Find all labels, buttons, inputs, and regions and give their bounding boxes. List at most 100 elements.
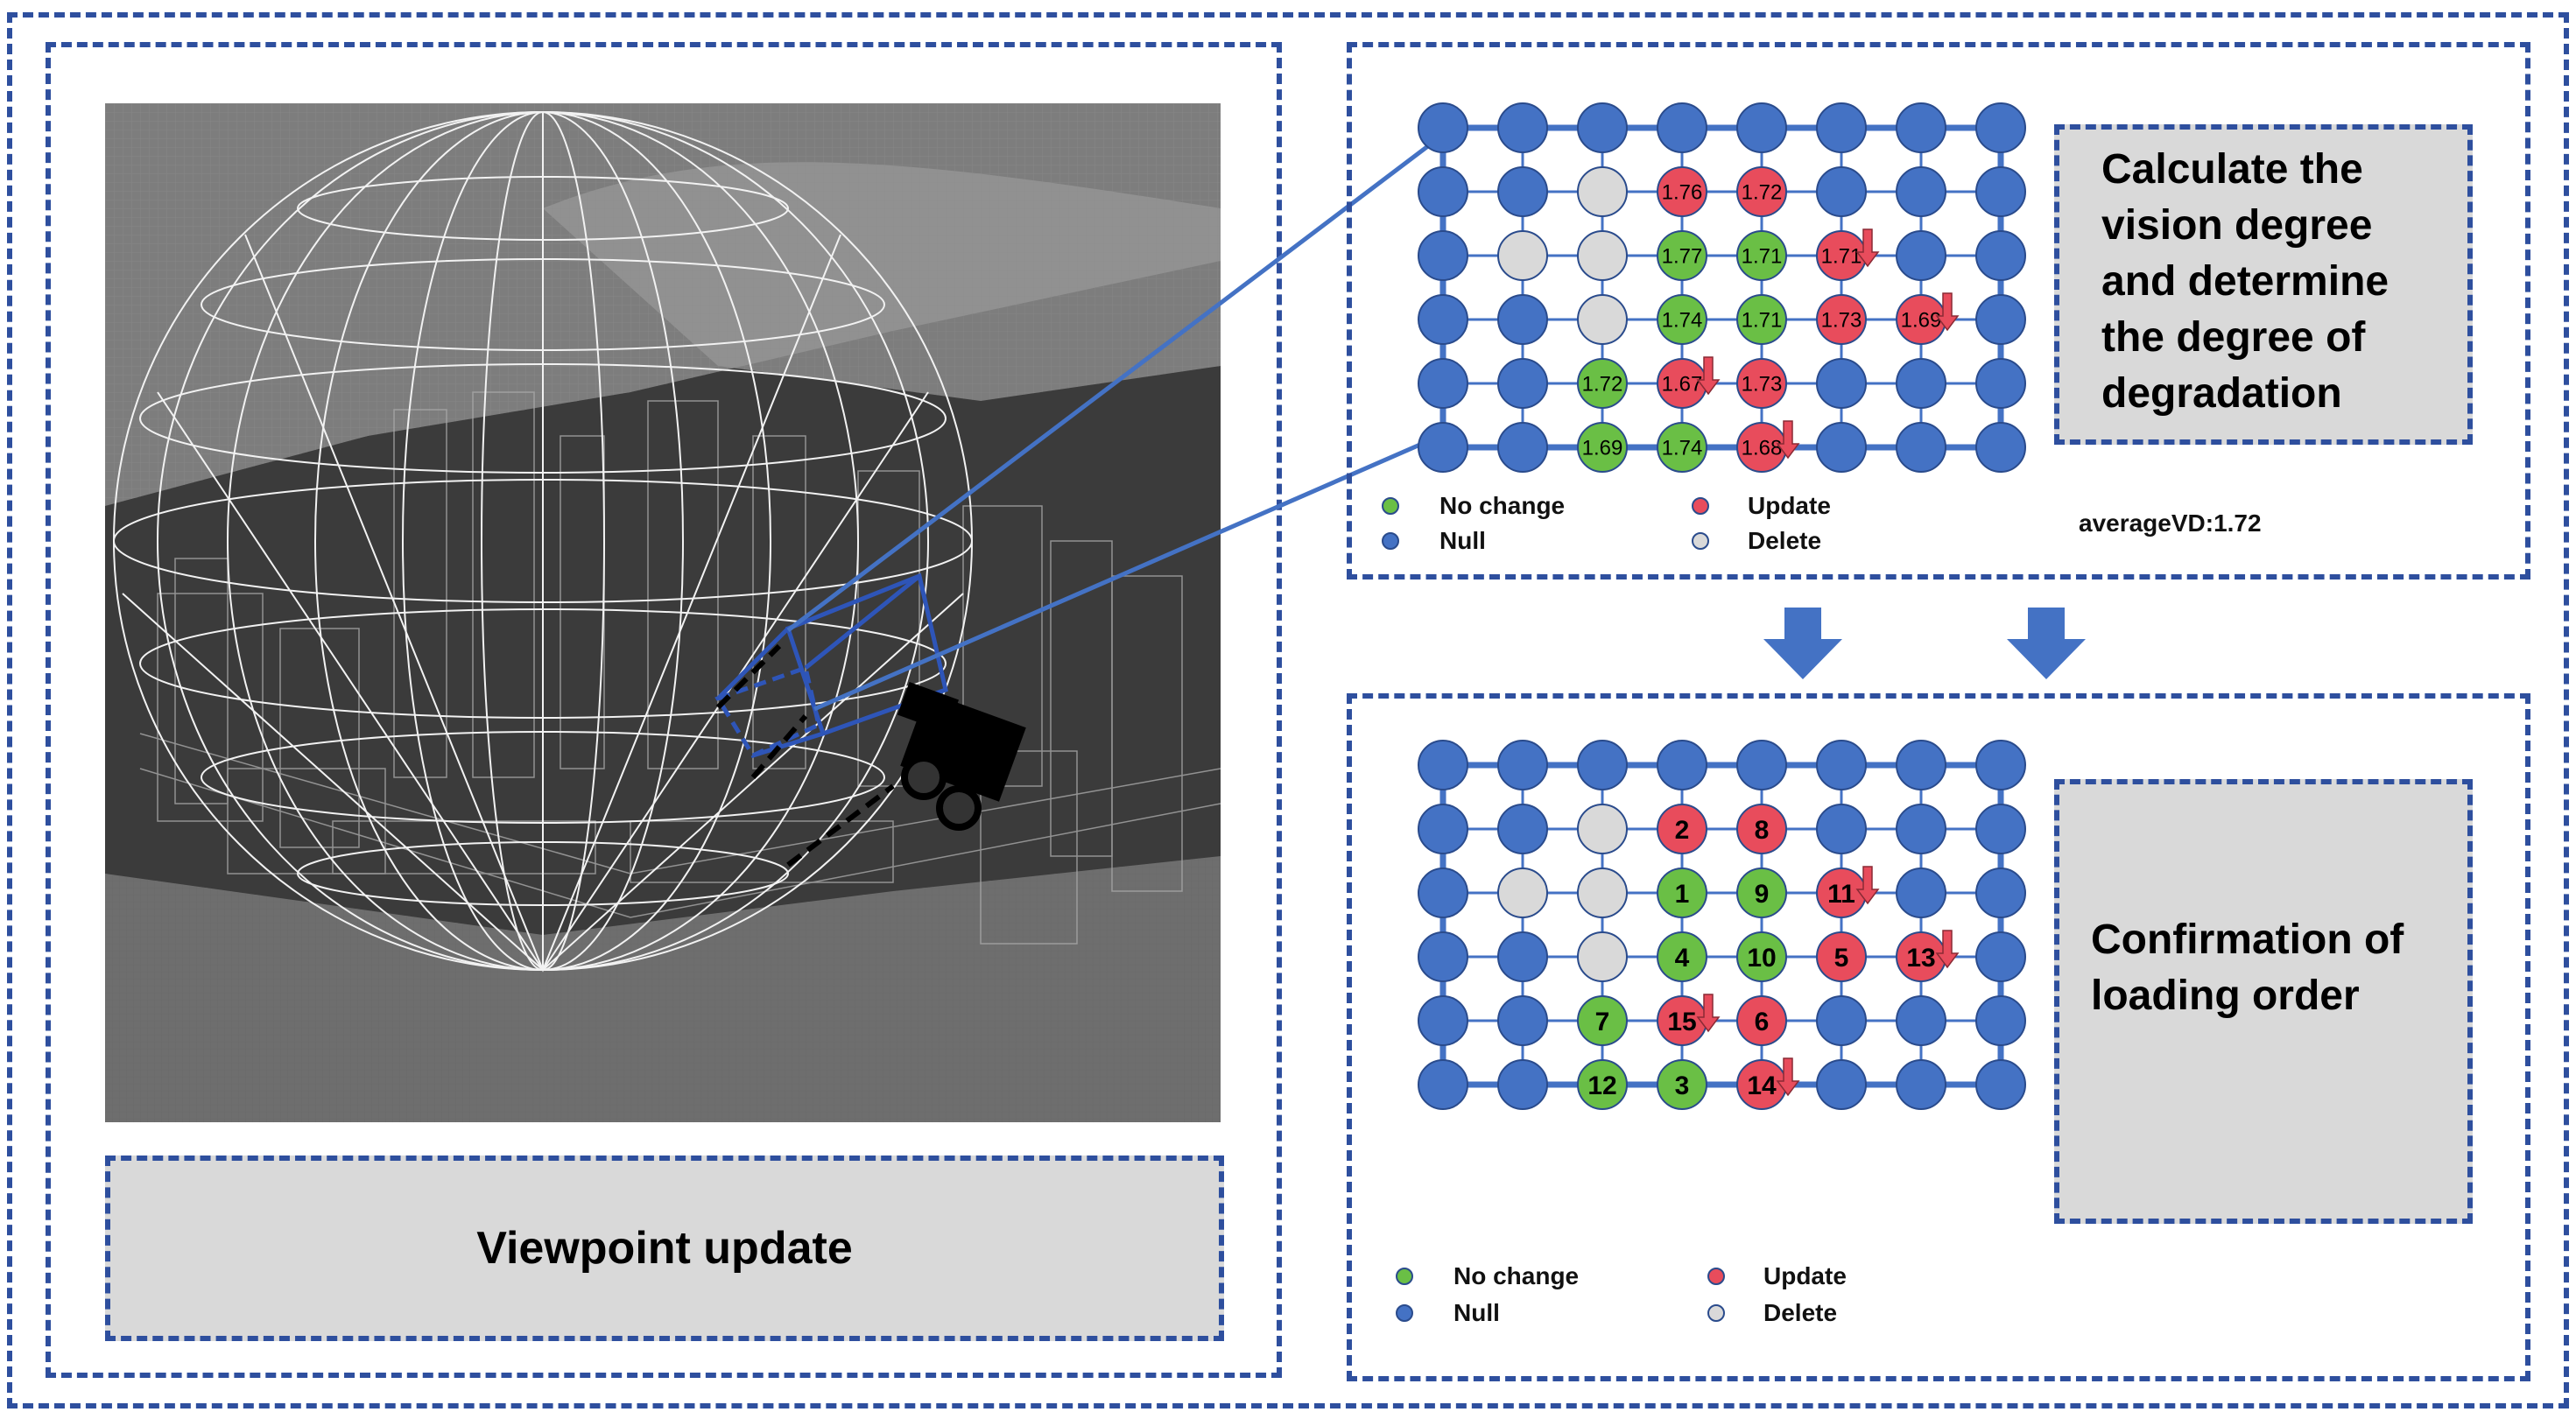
degradation-arrow-icon: [1696, 356, 1721, 396]
grid-node-label: 6: [1755, 1008, 1770, 1036]
grid-node-null: [1816, 1059, 1867, 1110]
grid-node-label: 11: [1827, 880, 1855, 909]
grid-node-label: 1.76: [1662, 181, 1703, 205]
grid-node-label: 1.71: [1821, 245, 1862, 269]
grid-node-update: [1816, 931, 1867, 982]
degradation-arrow-icon: [1935, 930, 1960, 969]
degradation-arrow-icon: [1696, 994, 1721, 1033]
grid-node-delete: [1497, 230, 1548, 281]
grid-node-null: [1497, 166, 1548, 217]
grid-node-label: 1.72: [1582, 373, 1623, 397]
grid-node-null: [1497, 804, 1548, 854]
grid-node-null: [1975, 230, 2026, 281]
legend-delete-label: Delete: [1748, 527, 1822, 554]
grid-node-nochange: [1736, 931, 1787, 982]
grid-node-null: [1816, 102, 1867, 153]
left-panel: [46, 42, 1282, 1378]
grid-node-null: [1896, 995, 1946, 1046]
grid-node-null: [1418, 931, 1468, 982]
grid-node-label: 2: [1675, 816, 1690, 845]
grid-node-null: [1418, 804, 1468, 854]
grid-node-nochange: [1657, 931, 1707, 982]
legend2-delete-dot: [1707, 1304, 1725, 1322]
grid-node-null: [1975, 868, 2026, 918]
grid-node-nochange: [1657, 1059, 1707, 1110]
grid-node-label: 1.67: [1662, 373, 1703, 397]
grid-node-nochange: [1577, 358, 1628, 409]
grid-node-nochange: [1736, 230, 1787, 281]
grid-node-null: [1975, 358, 2026, 409]
grid-node-null: [1418, 358, 1468, 409]
grid-node-label: 12: [1587, 1071, 1616, 1100]
grid-node-null: [1497, 102, 1548, 153]
grid-node-nochange: [1577, 995, 1628, 1046]
grid-node-update: [1736, 166, 1787, 217]
legend2-delete-label: Delete: [1763, 1299, 1838, 1326]
grid-node-update: [1736, 358, 1787, 409]
grid-node-label: 8: [1755, 816, 1770, 845]
down-arrow-1: [1763, 608, 1842, 679]
grid-node-label: 1.68: [1742, 437, 1783, 460]
grid-node-null: [1418, 294, 1468, 345]
grid-node-delete: [1577, 294, 1628, 345]
grid-node-null: [1816, 166, 1867, 217]
grid-node-null: [1497, 931, 1548, 982]
top-right-panel: [1347, 42, 2530, 580]
grid-node-null: [1497, 294, 1548, 345]
grid-node-null: [1657, 740, 1707, 790]
legend-nochange-dot: [1382, 497, 1399, 515]
grid-node-label: 5: [1834, 944, 1849, 973]
grid-node-null: [1896, 1059, 1946, 1110]
grid-node-nochange: [1657, 294, 1707, 345]
grid-node-null: [1657, 102, 1707, 153]
legend2-null-dot: [1396, 1304, 1413, 1322]
grid-node-nochange: [1657, 230, 1707, 281]
down-arrow-2: [2007, 608, 2086, 679]
grid-node-null: [1975, 294, 2026, 345]
grid-node-update: [1816, 294, 1867, 345]
grid-node-null: [1975, 102, 2026, 153]
grid-node-null: [1736, 102, 1787, 153]
grid-node-label: 3: [1675, 1071, 1690, 1100]
grid-node-label: 10: [1747, 944, 1776, 973]
degradation-arrow-icon: [1776, 420, 1800, 460]
grid-node-nochange: [1736, 294, 1787, 345]
average-vd: averageVD:1.72: [2079, 509, 2262, 537]
grid-node-update: [1657, 804, 1707, 854]
grid-node-null: [1497, 1059, 1548, 1110]
legend2-nochange-label: No change: [1453, 1262, 1580, 1289]
grid-node-null: [1975, 740, 2026, 790]
grid-node-label: 1.74: [1662, 437, 1703, 460]
grid-node-label: 1.71: [1742, 309, 1783, 333]
legend-null-dot: [1382, 532, 1399, 550]
legend2-update-dot: [1707, 1268, 1725, 1285]
grid-node-null: [1577, 740, 1628, 790]
grid-node-null: [1418, 422, 1468, 473]
grid-node-label: 1.72: [1742, 181, 1783, 205]
grid-node-null: [1816, 740, 1867, 790]
grid-node-delete: [1577, 166, 1628, 217]
degradation-arrow-icon: [1935, 292, 1960, 332]
grid-node-delete: [1577, 230, 1628, 281]
grid-node-label: 1.73: [1821, 309, 1862, 333]
grid-node-delete: [1577, 931, 1628, 982]
grid-node-null: [1497, 995, 1548, 1046]
grid-node-nochange: [1577, 422, 1628, 473]
grid-node-null: [1418, 1059, 1468, 1110]
grid-node-null: [1975, 804, 2026, 854]
camera-icon: [897, 681, 1026, 831]
grid-node-update: [1736, 804, 1787, 854]
grid-node-label: 1.71: [1742, 245, 1783, 269]
grid-node-label: 1.77: [1662, 245, 1703, 269]
grid-node-label: 1.69: [1901, 309, 1942, 333]
degradation-arrow-icon: [1855, 866, 1880, 905]
grid-node-null: [1975, 1059, 2026, 1110]
grid-node-label: 4: [1675, 944, 1690, 973]
grid-node-null: [1975, 931, 2026, 982]
grid-node-nochange: [1736, 868, 1787, 918]
legend-update-dot: [1692, 497, 1709, 515]
grid-node-null: [1975, 166, 2026, 217]
grid-node-nochange: [1657, 868, 1707, 918]
grid-node-null: [1577, 102, 1628, 153]
